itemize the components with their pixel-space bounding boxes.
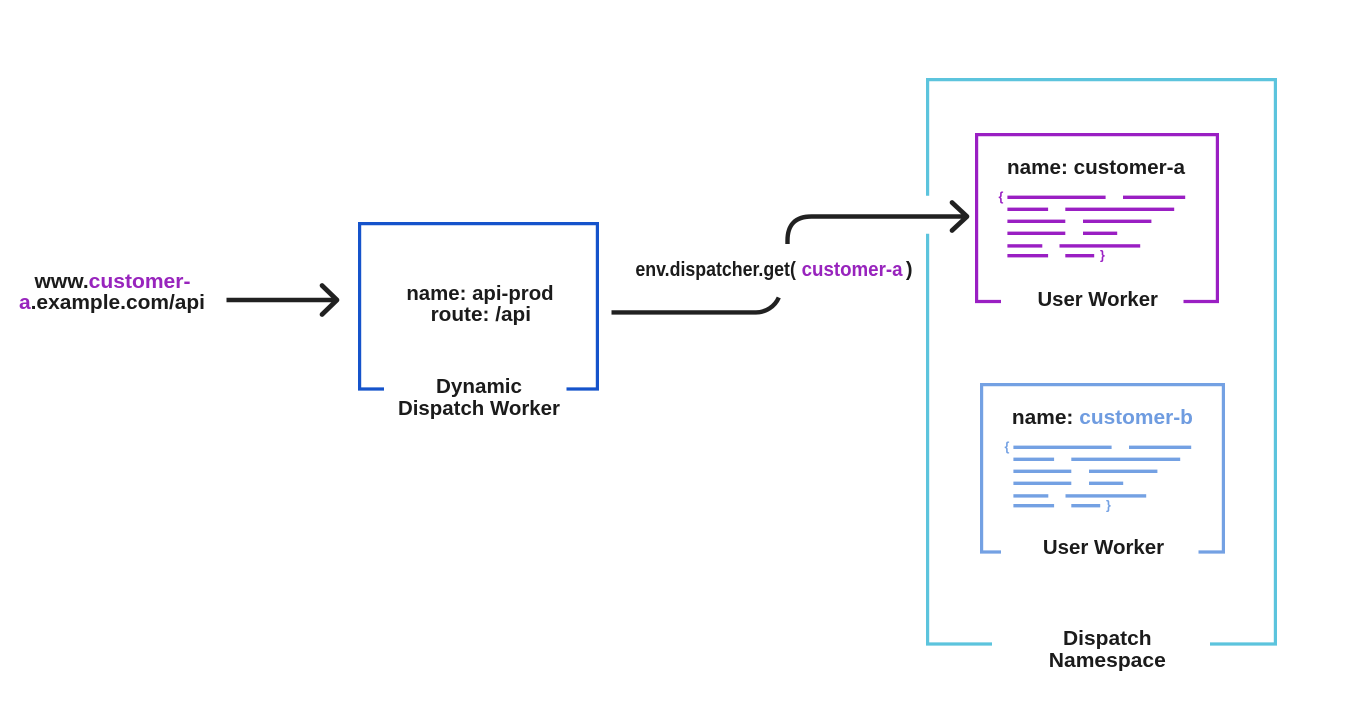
svg-text:User Worker: User Worker <box>1043 537 1165 559</box>
svg-text:name: api-prod: name: api-prod <box>406 283 553 305</box>
svg-text:}: } <box>1100 249 1105 263</box>
svg-text:Namespace: Namespace <box>1049 650 1166 672</box>
svg-text:Dispatch: Dispatch <box>1063 628 1152 650</box>
svg-text:env.dispatcher.get(: env.dispatcher.get( <box>635 259 796 281</box>
svg-text:name: customer-a: name: customer-a <box>1007 157 1186 179</box>
svg-text:name: customer-b: name: customer-b <box>1012 407 1193 429</box>
svg-text:Dispatch Worker: Dispatch Worker <box>398 398 560 420</box>
svg-text:): ) <box>906 259 913 281</box>
svg-text:{: { <box>1005 440 1010 454</box>
svg-text:}: } <box>1106 499 1111 513</box>
svg-text:a.example.com/api: a.example.com/api <box>19 292 205 314</box>
svg-text:User Worker: User Worker <box>1038 289 1159 311</box>
svg-text:{: { <box>999 190 1004 204</box>
svg-text:route: /api: route: /api <box>431 304 531 326</box>
svg-text:www.customer-: www.customer- <box>33 271 190 293</box>
svg-text:customer-a: customer-a <box>802 259 904 281</box>
svg-text:Dynamic: Dynamic <box>436 376 522 398</box>
